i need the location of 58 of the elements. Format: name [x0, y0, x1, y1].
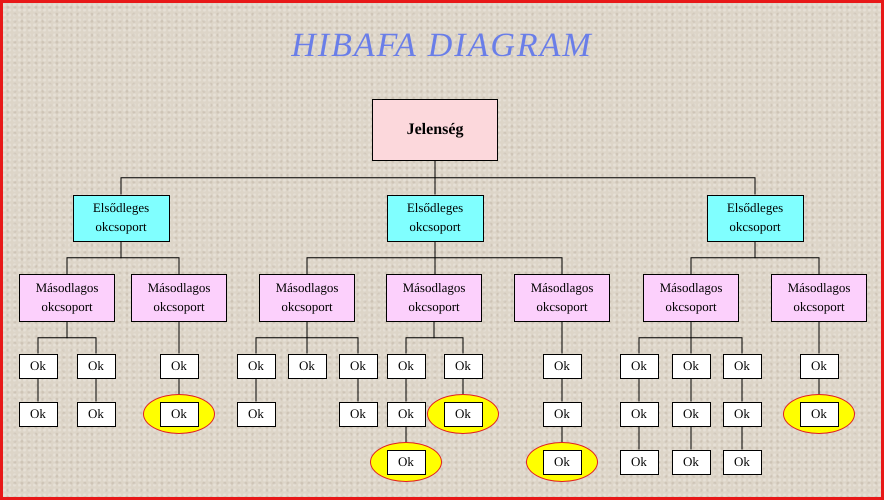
cause-box: Ok — [672, 354, 710, 378]
secondary-group-box: Másodlagos okcsoport — [19, 274, 115, 322]
cause-box: Ok — [542, 450, 582, 474]
cause-box: Ok — [338, 402, 378, 426]
secondary-group-box: Másodlagos okcsoport — [643, 274, 739, 322]
highlight-ellipse — [783, 394, 855, 434]
cause-box: Ok — [236, 354, 276, 378]
highlight-ellipse — [526, 442, 598, 482]
diagram-title: HIBAFA DIAGRAM — [290, 27, 594, 65]
cause-box: Ok — [722, 402, 762, 426]
primary-group-box: Elsődleges okcsoport — [706, 194, 804, 242]
problem-box: Jelenség — [372, 99, 498, 161]
cause-box: Ok — [672, 450, 710, 474]
secondary-group-box: Másodlagos okcsoport — [386, 274, 482, 322]
highlight-ellipse — [427, 394, 499, 434]
cause-box: Ok — [542, 402, 582, 426]
connector-line — [434, 241, 562, 274]
highlight-ellipse — [370, 442, 442, 482]
primary-group-box: Elsődleges okcsoport — [386, 194, 484, 242]
connector-line — [690, 426, 692, 450]
secondary-group-box: Másodlagos okcsoport — [131, 274, 227, 322]
cause-box: Ok — [444, 354, 482, 378]
cause-box: Ok — [620, 450, 658, 474]
connector-line — [178, 322, 180, 354]
connector-line — [818, 322, 820, 354]
cause-box: Ok — [160, 402, 198, 426]
cause-box: Ok — [18, 402, 58, 426]
connector-line — [306, 322, 358, 354]
cause-box: Ok — [288, 354, 326, 378]
connector-line — [754, 241, 820, 274]
cause-box: Ok — [76, 354, 116, 378]
connector-line — [120, 241, 180, 274]
cause-box: Ok — [76, 402, 116, 426]
cause-box: Ok — [338, 354, 378, 378]
connector-line — [690, 378, 692, 402]
connector-line — [638, 378, 640, 402]
cause-box: Ok — [722, 354, 762, 378]
connector-line — [690, 322, 742, 354]
cause-box: Ok — [800, 402, 838, 426]
secondary-group-box: Másodlagos okcsoport — [514, 274, 610, 322]
connector-line — [638, 426, 640, 450]
cause-box: Ok — [386, 354, 426, 378]
cause-box: Ok — [386, 402, 426, 426]
cause-box: Ok — [386, 450, 426, 474]
cause-box: Ok — [800, 354, 838, 378]
cause-box: Ok — [444, 402, 482, 426]
cause-box: Ok — [160, 354, 198, 378]
cause-box: Ok — [672, 402, 710, 426]
cause-box: Ok — [620, 354, 658, 378]
secondary-group-box: Másodlagos okcsoport — [771, 274, 867, 322]
cause-box: Ok — [620, 402, 658, 426]
cause-box: Ok — [722, 450, 762, 474]
highlight-ellipse — [143, 394, 215, 434]
cause-box: Ok — [236, 402, 276, 426]
secondary-group-box: Másodlagos okcsoport — [259, 274, 355, 322]
cause-box: Ok — [18, 354, 58, 378]
primary-group-box: Elsődleges okcsoport — [72, 194, 170, 242]
cause-box: Ok — [542, 354, 582, 378]
